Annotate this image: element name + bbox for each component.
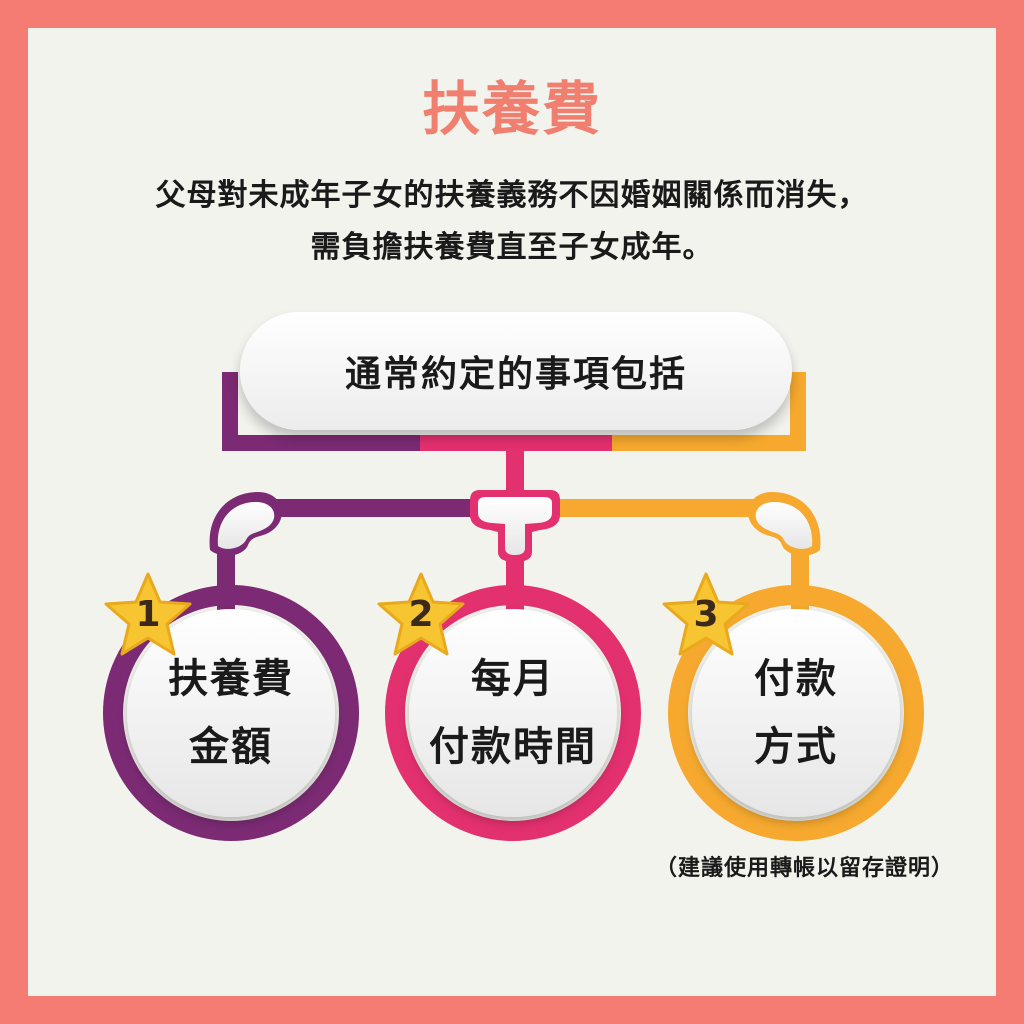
item-1-number: 1 bbox=[135, 594, 161, 635]
star-icon-2 bbox=[377, 572, 465, 656]
item-3-disc bbox=[692, 609, 900, 817]
item-2-number: 2 bbox=[408, 594, 434, 635]
item-2-ring bbox=[385, 585, 641, 841]
transfer-note: （建議使用轉帳以留存證明） bbox=[655, 856, 955, 881]
header-pill: 通常約定的事項包括 bbox=[240, 312, 792, 430]
item-1-line-2: 金額 bbox=[189, 724, 273, 770]
item-3-ring bbox=[668, 585, 924, 841]
header-bracket-left bbox=[222, 372, 420, 451]
item-2-line-1: 每月 bbox=[471, 656, 555, 702]
item-3-label: 付款 方式 bbox=[696, 645, 896, 781]
description-line-1: 父母對未成年子女的扶養義務不因婚姻關係而消失， bbox=[155, 178, 869, 213]
description-line-2: 需負擔扶養費直至子女成年。 bbox=[310, 230, 714, 265]
header-bracket-right bbox=[612, 372, 806, 451]
item-1-line-1: 扶養費 bbox=[168, 656, 294, 702]
item-2-label: 每月 付款時間 bbox=[403, 645, 623, 781]
item-2-line-2: 付款時間 bbox=[429, 724, 597, 770]
item-1-label: 扶養費 金額 bbox=[131, 645, 331, 781]
star-icon-1 bbox=[104, 572, 192, 656]
item-3-line-1: 付款 bbox=[754, 656, 838, 702]
item-3-number: 3 bbox=[693, 594, 719, 635]
star-icon-3 bbox=[662, 572, 750, 656]
item-1-disc bbox=[127, 609, 335, 817]
item-2-disc bbox=[409, 609, 617, 817]
item-1-ring bbox=[103, 585, 359, 841]
page-title: 扶養費 bbox=[421, 75, 602, 143]
item-3-line-2: 方式 bbox=[754, 724, 838, 770]
